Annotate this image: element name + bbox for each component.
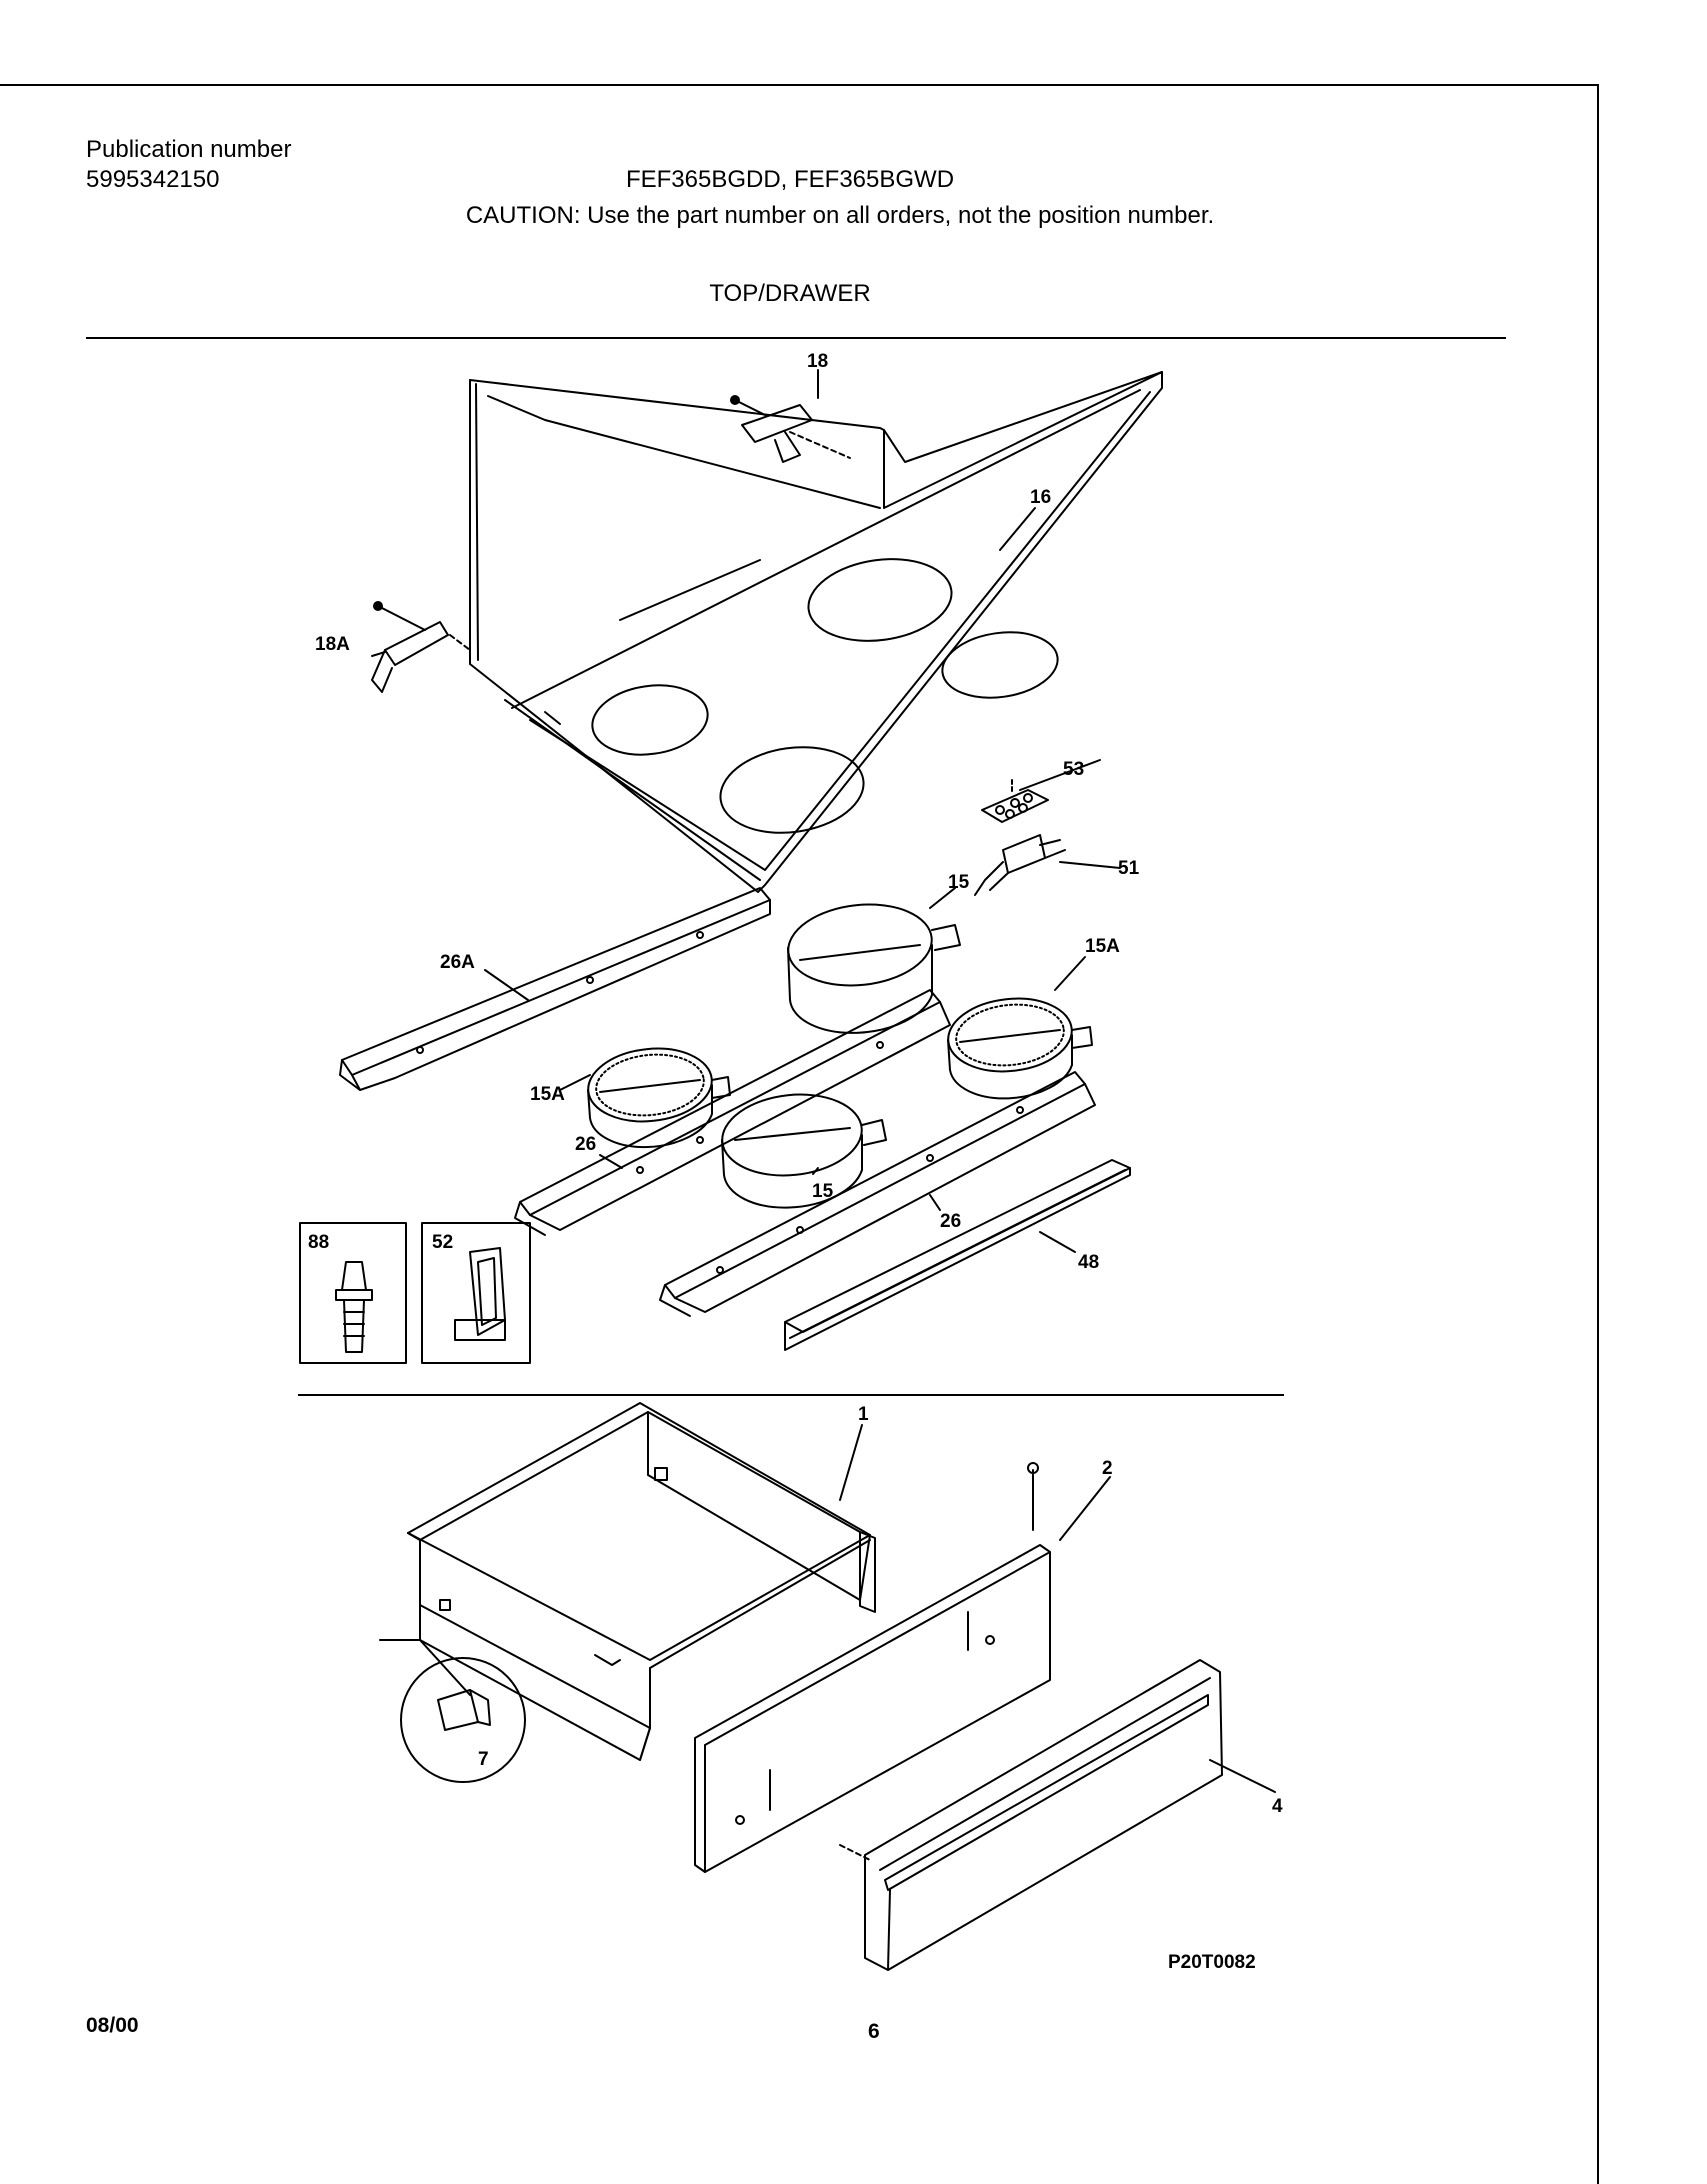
header-divider bbox=[86, 337, 1506, 339]
callout-88: 88 bbox=[308, 1232, 329, 1253]
drawer-panel-2 bbox=[694, 1462, 1051, 1873]
top-border-line bbox=[0, 84, 1598, 86]
inset-88 bbox=[299, 1222, 407, 1364]
callout-2: 2 bbox=[1102, 1458, 1113, 1479]
hinge-bracket-18A bbox=[371, 601, 471, 693]
callout-26-right: 26 bbox=[940, 1211, 961, 1232]
caution-note: CAUTION: Use the part number on all orde… bbox=[465, 202, 1215, 229]
publication-number: 5995342150 bbox=[86, 166, 220, 193]
callout-15A-right: 15A bbox=[1085, 936, 1120, 957]
heating-element-15-bottom bbox=[721, 1093, 887, 1209]
callout-48: 48 bbox=[1078, 1252, 1099, 1273]
support-channel-26-right bbox=[659, 1071, 1096, 1317]
section-divider bbox=[298, 1394, 1284, 1396]
heating-element-15A-right bbox=[947, 997, 1093, 1100]
footer-date: 08/00 bbox=[86, 2014, 139, 2037]
callout-53: 53 bbox=[1063, 759, 1084, 780]
figure-code: P20T0082 bbox=[1168, 1952, 1256, 1973]
callout-15A-left: 15A bbox=[530, 1084, 565, 1105]
model-numbers: FEF365BGDD, FEF365BGWD bbox=[625, 166, 955, 193]
callout-7: 7 bbox=[478, 1749, 489, 1770]
footer-page-number: 6 bbox=[868, 2020, 880, 2043]
right-border-line bbox=[1597, 84, 1599, 2184]
hinge-bracket-18 bbox=[730, 395, 851, 463]
callout-18: 18 bbox=[807, 351, 828, 372]
callout-1: 1 bbox=[858, 1404, 869, 1425]
publication-label: Publication number bbox=[86, 136, 292, 163]
callout-26A: 26A bbox=[440, 952, 475, 973]
callout-26-left: 26 bbox=[575, 1134, 596, 1155]
callout-18A: 18A bbox=[315, 634, 350, 655]
heating-element-15-top bbox=[787, 903, 961, 1034]
support-channel-26-left bbox=[514, 989, 951, 1236]
cooktop-part bbox=[469, 371, 1163, 893]
callout-15-bottom: 15 bbox=[812, 1181, 834, 1202]
callout-15-top: 15 bbox=[948, 872, 970, 893]
drawer-front-4 bbox=[839, 1659, 1223, 1971]
callout-52: 52 bbox=[432, 1232, 453, 1253]
callout-51: 51 bbox=[1118, 858, 1140, 879]
drawer-glide-7 bbox=[379, 1639, 621, 1783]
callout-16: 16 bbox=[1030, 487, 1051, 508]
trim-48 bbox=[784, 1159, 1131, 1351]
section-title: TOP/DRAWER bbox=[709, 280, 871, 307]
terminal-block bbox=[974, 779, 1066, 896]
callout-4: 4 bbox=[1272, 1796, 1283, 1817]
inset-52 bbox=[421, 1222, 531, 1364]
heating-element-15A-left bbox=[587, 1047, 731, 1149]
drawer-body bbox=[407, 1402, 876, 1761]
support-channel-26A bbox=[339, 887, 771, 1091]
